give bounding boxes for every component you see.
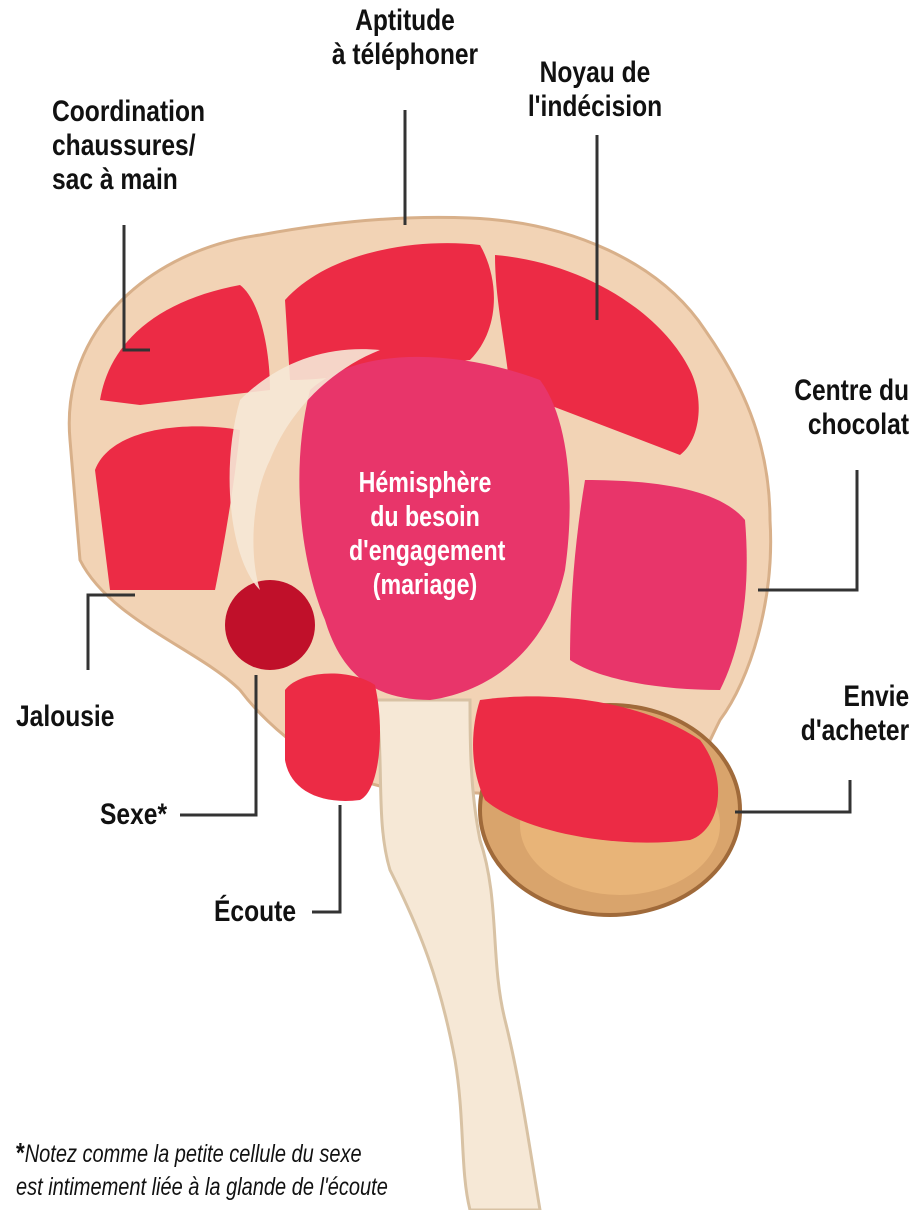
label-noyau-line2: l'indécision bbox=[517, 90, 673, 124]
label-centre-line2: chocolat bbox=[794, 408, 909, 442]
footnote: *Notez comme la petite cellule du sexe e… bbox=[16, 1136, 388, 1204]
label-coordination-line2: chaussures/ bbox=[52, 129, 205, 163]
label-ecoute: Écoute bbox=[214, 895, 296, 929]
label-engagement-line3: d'engagement bbox=[349, 534, 501, 568]
label-centre-line1: Centre du bbox=[794, 374, 909, 408]
label-aptitude: Aptitude à téléphoner bbox=[319, 4, 491, 72]
footnote-text1: Notez comme la petite cellule du sexe bbox=[25, 1140, 362, 1168]
label-aptitude-line1: Aptitude bbox=[319, 4, 491, 38]
label-engagement-line2: du besoin bbox=[349, 500, 501, 534]
region-sexe bbox=[225, 580, 315, 670]
label-envie: Envie d'acheter bbox=[801, 680, 909, 748]
label-coordination-line3: sac à main bbox=[52, 163, 205, 197]
region-ecoute bbox=[285, 674, 380, 801]
leader-ecoute bbox=[312, 805, 340, 912]
label-envie-line2: d'acheter bbox=[801, 714, 909, 748]
region-chocolat bbox=[570, 480, 747, 690]
label-sexe: Sexe* bbox=[100, 798, 167, 832]
label-engagement-line4: (mariage) bbox=[349, 568, 501, 602]
label-engagement: Hémisphère du besoin d'engagement (maria… bbox=[349, 466, 501, 602]
footnote-text2: est intimement liée à la glande de l'éco… bbox=[16, 1171, 388, 1204]
label-noyau: Noyau de l'indécision bbox=[517, 56, 673, 124]
label-envie-line1: Envie bbox=[801, 680, 909, 714]
label-ecoute-line1: Écoute bbox=[214, 895, 296, 929]
leader-centre bbox=[758, 470, 857, 590]
leader-envie bbox=[735, 780, 850, 812]
label-noyau-line1: Noyau de bbox=[517, 56, 673, 90]
label-aptitude-line2: à téléphoner bbox=[319, 38, 491, 72]
label-jalousie: Jalousie bbox=[16, 700, 114, 734]
label-centre: Centre du chocolat bbox=[794, 374, 909, 442]
footnote-line1: *Notez comme la petite cellule du sexe bbox=[16, 1136, 388, 1171]
label-sexe-line1: Sexe* bbox=[100, 798, 167, 832]
label-coordination: Coordination chaussures/ sac à main bbox=[52, 95, 205, 197]
label-jalousie-line1: Jalousie bbox=[16, 700, 114, 734]
footnote-star: * bbox=[16, 1137, 25, 1168]
label-engagement-line1: Hémisphère bbox=[349, 466, 501, 500]
region-jalousie bbox=[95, 426, 240, 590]
label-coordination-line1: Coordination bbox=[52, 95, 205, 129]
